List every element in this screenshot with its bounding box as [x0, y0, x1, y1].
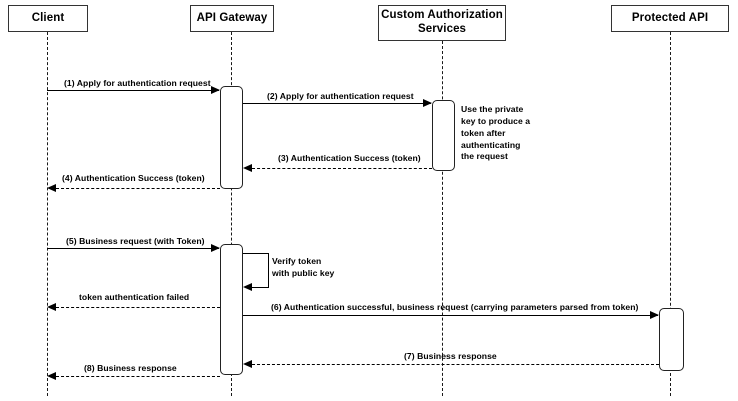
- self-message-arrowhead: [243, 283, 252, 291]
- participant-client[interactable]: Client: [8, 5, 88, 32]
- participant-custom-authorization-services[interactable]: Custom Authorization Services: [378, 5, 506, 41]
- participant-label-client: Client: [31, 11, 65, 24]
- message-line-3: [252, 168, 432, 169]
- participant-label-protected-api: Protected API: [631, 11, 709, 24]
- message-label-6: (6) Authentication successful, business …: [271, 302, 639, 312]
- message-line-2: [243, 103, 431, 104]
- activation-bar-gateway-auth: [220, 86, 243, 189]
- message-arrowhead-3: [243, 164, 252, 172]
- participant-api-gateway[interactable]: API Gateway: [190, 5, 274, 32]
- message-arrowhead-7: [243, 360, 252, 368]
- self-message-line-right: [268, 253, 269, 287]
- message-label-7: (7) Business response: [404, 351, 497, 361]
- activation-bar-protected-api: [659, 308, 684, 371]
- lifeline-authsvc: [442, 41, 443, 396]
- note-auth-private-key-line5: the request: [461, 151, 508, 162]
- message-label-1: (1) Apply for authentication request: [64, 78, 211, 88]
- note-auth-private-key-line4: authenticating: [461, 139, 521, 150]
- note-auth-private-key: Use the private key to produce a token a…: [461, 104, 531, 163]
- self-message-label-line2: with public key: [272, 267, 335, 278]
- message-label-4: (4) Authentication Success (token): [62, 173, 205, 183]
- message-arrowhead-2: [423, 98, 432, 107]
- message-line-4: [56, 188, 220, 189]
- message-arrowhead-4: [47, 184, 56, 192]
- message-label-2: (2) Apply for authentication request: [267, 91, 414, 101]
- note-auth-private-key-line3: token after: [461, 127, 506, 138]
- message-line-8: [56, 376, 220, 377]
- message-label-3: (3) Authentication Success (token): [278, 153, 421, 163]
- message-arrowhead-5: [211, 243, 220, 252]
- participant-label-api-gateway: API Gateway: [196, 11, 268, 24]
- self-message-line-top: [243, 253, 268, 254]
- note-auth-private-key-line1: Use the private: [461, 104, 524, 114]
- self-message-label-line1: Verify token: [272, 256, 322, 266]
- activation-bar-gateway-business: [220, 244, 243, 375]
- message-label-token-auth-failed: token authentication failed: [79, 292, 190, 302]
- message-line-6: [243, 315, 658, 316]
- note-auth-private-key-line2: key to produce a: [461, 115, 531, 126]
- message-label-5: (5) Business request (with Token): [66, 236, 205, 246]
- self-message-line-bottom: [251, 287, 269, 288]
- message-line-token-auth-failed: [56, 307, 220, 308]
- lifeline-protapi: [670, 32, 671, 396]
- message-arrowhead-8: [47, 372, 56, 380]
- message-line-1: [47, 90, 219, 91]
- message-arrowhead-1: [211, 85, 220, 94]
- message-arrowhead-token-auth-failed: [47, 303, 56, 311]
- lifeline-client: [47, 32, 48, 396]
- message-line-7: [252, 364, 659, 365]
- message-label-8: (8) Business response: [84, 363, 177, 373]
- participant-label-custom-authorization-services-line1: Custom Authorization: [381, 9, 503, 22]
- participant-label-custom-authorization-services-line2: Services: [417, 23, 467, 35]
- lifeline-gateway: [231, 32, 232, 396]
- activation-bar-authsvc: [432, 100, 455, 171]
- message-line-5: [47, 248, 219, 249]
- participant-protected-api[interactable]: Protected API: [611, 5, 729, 32]
- message-arrowhead-6: [650, 310, 659, 319]
- self-message-label-verify-token: Verify token with public key: [272, 256, 362, 280]
